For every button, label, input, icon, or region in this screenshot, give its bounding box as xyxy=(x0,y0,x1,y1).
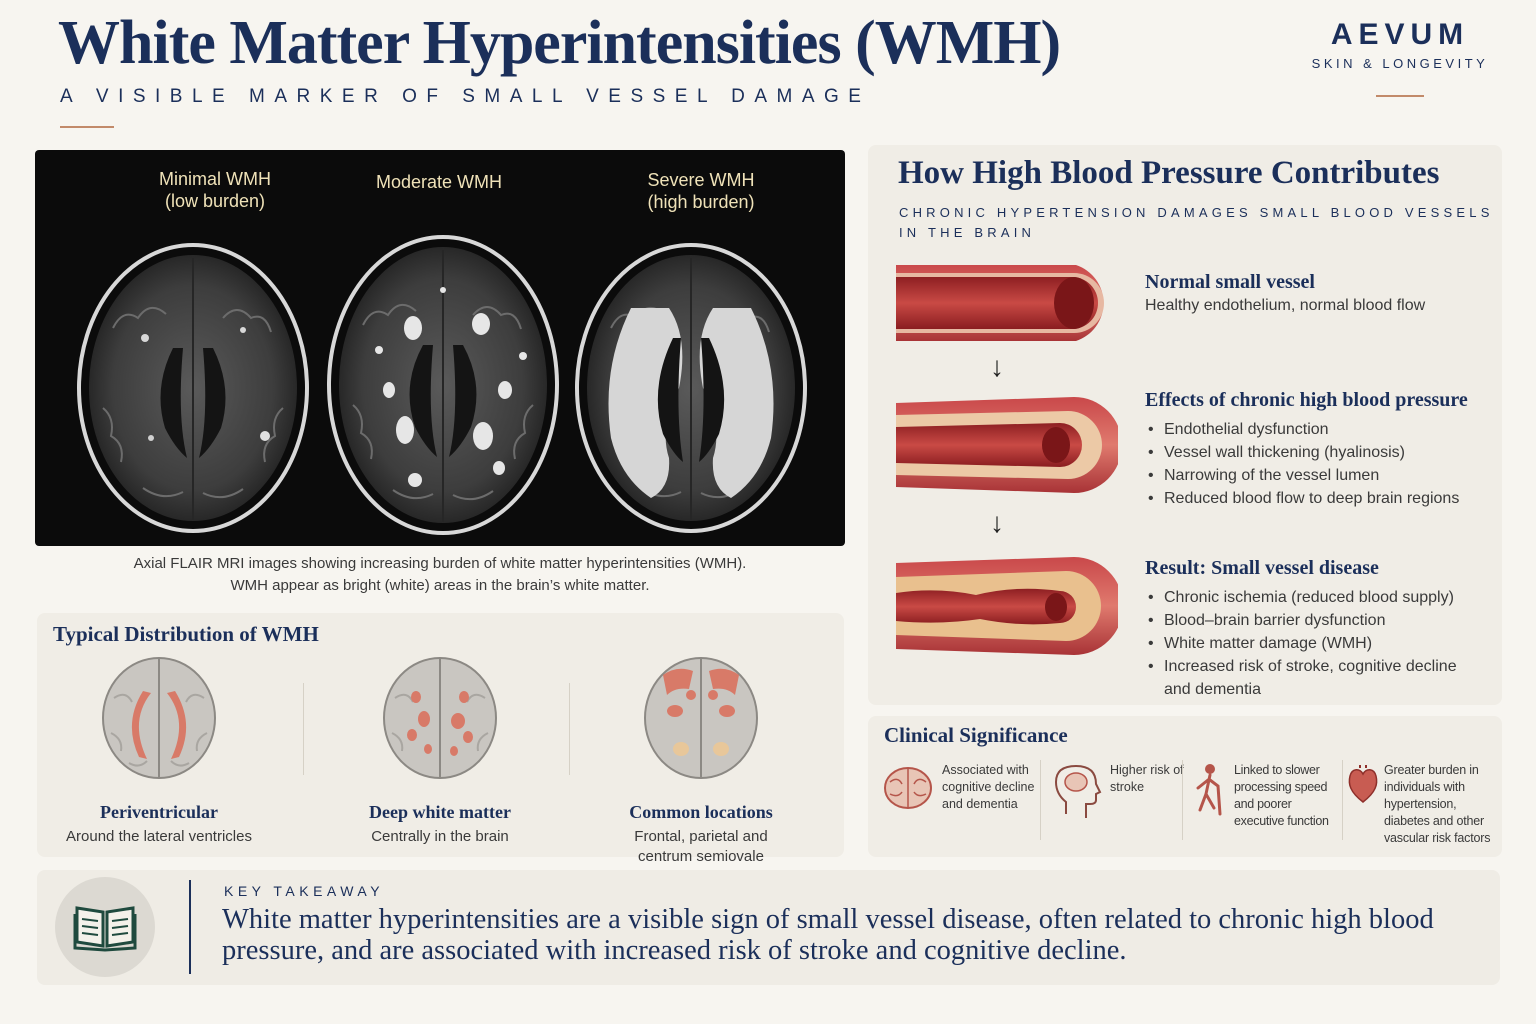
mri-image-panel: Minimal WMH (low burden) Moderate WMH Se… xyxy=(35,150,845,546)
arrow-down-icon: ↓ xyxy=(990,351,1004,382)
diseased-vessel-illustration xyxy=(896,557,1118,655)
mri-scan-moderate xyxy=(327,235,559,535)
mri-label-minimal: Minimal WMH (low burden) xyxy=(159,169,271,211)
key-takeaway-banner: KEY TAKEAWAY White matter hyperintensiti… xyxy=(37,870,1500,985)
page-title: White Matter Hyperintensities (WMH) xyxy=(58,9,1061,77)
stage-disease-list: Chronic ischemia (reduced blood supply) … xyxy=(1145,586,1485,701)
mri-scan-minimal xyxy=(77,243,309,533)
list-item: Blood–brain barrier dysfunction xyxy=(1145,609,1485,632)
walking-person-icon xyxy=(1196,764,1222,816)
normal-vessel-illustration xyxy=(896,265,1104,341)
clinical-divider xyxy=(1040,760,1041,840)
stage-normal-title: Normal small vessel xyxy=(1145,271,1315,293)
heart-icon xyxy=(1348,765,1378,803)
distribution-card: Typical Distribution of WMH Periventricu… xyxy=(37,613,844,865)
distribution-divider xyxy=(303,683,304,775)
distribution-divider xyxy=(569,683,570,775)
distribution-common-locations: Common locations Frontal, parietal and c… xyxy=(591,653,811,867)
takeaway-label: KEY TAKEAWAY xyxy=(224,883,385,899)
clinical-significance-card: Clinical Significance Associated with co… xyxy=(868,716,1502,857)
stage-hypertension-list: Endothelial dysfunction Vessel wall thic… xyxy=(1145,418,1459,510)
stage-normal-desc: Healthy endothelium, normal blood flow xyxy=(1145,297,1426,314)
clinical-item-cognitive: Associated with cognitive decline and de… xyxy=(882,762,1040,846)
brain-periventricular-icon xyxy=(102,657,216,779)
list-item: White matter damage (WMH) xyxy=(1145,632,1485,655)
clinical-divider xyxy=(1342,760,1343,840)
clinical-title: Clinical Significance xyxy=(884,723,1068,747)
stage-disease-title: Result: Small vessel disease xyxy=(1145,557,1379,579)
brain-icon xyxy=(884,767,932,809)
mri-label-severe: Severe WMH (high burden) xyxy=(647,170,755,212)
mri-caption-line2: WMH appear as bright (white) areas in th… xyxy=(230,577,650,594)
takeaway-icon-circle xyxy=(55,877,155,977)
mri-label-moderate: Moderate WMH xyxy=(375,172,503,192)
arrow-down-icon: ↓ xyxy=(990,507,1004,538)
title-accent-line xyxy=(60,126,114,128)
brand-tagline: SKIN & LONGEVITY xyxy=(1311,56,1489,71)
blood-pressure-subtitle: CHRONIC HYPERTENSION DAMAGES SMALL BLOOD… xyxy=(899,205,1494,240)
list-item: Reduced blood flow to deep brain regions xyxy=(1145,487,1459,510)
list-item: Narrowing of the vessel lumen xyxy=(1145,464,1459,487)
list-item: Chronic ischemia (reduced blood supply) xyxy=(1145,586,1485,609)
takeaway-text: White matter hyperintensities are a visi… xyxy=(222,904,1434,966)
brand-name: AEVUM xyxy=(1330,18,1470,51)
list-item: Vessel wall thickening (hyalinosis) xyxy=(1145,441,1459,464)
takeaway-divider xyxy=(189,880,191,974)
blood-pressure-title: How High Blood Pressure Contributes xyxy=(898,155,1440,191)
mri-caption-line1: Axial FLAIR MRI images showing increasin… xyxy=(133,555,747,572)
brand-logo: AEVUM SKIN & LONGEVITY xyxy=(1300,18,1500,97)
clinical-divider xyxy=(1182,760,1183,840)
head-profile-icon xyxy=(1054,764,1102,818)
open-book-icon xyxy=(73,906,137,952)
blood-pressure-card: How High Blood Pressure Contributes CHRO… xyxy=(868,145,1502,705)
brain-common-locations-icon xyxy=(644,657,758,779)
mri-scan-severe xyxy=(575,243,807,533)
clinical-item-processing: Linked to slower processing speed and po… xyxy=(1190,762,1340,846)
distribution-title: Typical Distribution of WMH xyxy=(53,622,319,646)
distribution-deep-white-matter: Deep white matter Centrally in the brain xyxy=(330,653,550,847)
brain-deep-white-matter-icon xyxy=(383,657,497,779)
page-subtitle: A VISIBLE MARKER OF SMALL VESSEL DAMAGE xyxy=(60,86,871,107)
distribution-periventricular: Periventricular Around the lateral ventr… xyxy=(49,653,269,847)
list-item: Endothelial dysfunction xyxy=(1145,418,1459,441)
list-item: Increased risk of stroke, cognitive decl… xyxy=(1145,655,1485,701)
brand-accent-line xyxy=(1376,95,1424,97)
thickened-vessel-illustration xyxy=(896,397,1118,493)
stage-hypertension-title: Effects of chronic high blood pressure xyxy=(1145,389,1468,411)
clinical-item-stroke: Higher risk of stroke xyxy=(1052,762,1192,846)
clinical-item-hypertension: Greater burden in individuals with hyper… xyxy=(1346,762,1502,846)
